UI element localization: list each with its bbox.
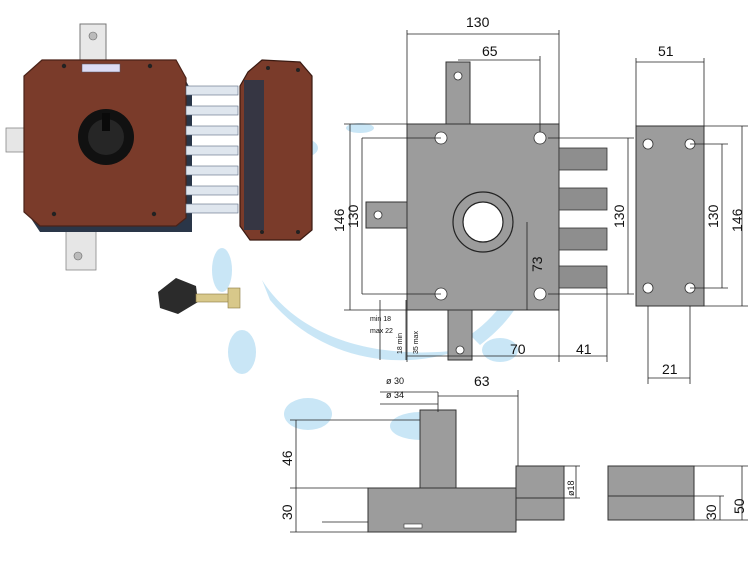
dim-side-height-inner: 130 bbox=[705, 204, 721, 228]
dim-side-width: 51 bbox=[658, 43, 674, 59]
dim-height-46: 46 bbox=[279, 450, 295, 466]
dim-70: 70 bbox=[510, 341, 526, 357]
side-view bbox=[635, 58, 748, 384]
lock-photo bbox=[5, 23, 313, 271]
dim-height-30: 30 bbox=[279, 504, 295, 520]
front-view bbox=[344, 30, 634, 362]
dim-front-height-outer: 146 bbox=[331, 208, 347, 232]
dim-diameter-18: ø18 bbox=[566, 480, 576, 496]
dim-front-height-inner: 130 bbox=[345, 204, 361, 228]
dim-diameter-34: ø 34 bbox=[386, 390, 404, 400]
dim-right-50: 50 bbox=[731, 498, 747, 514]
dim-min: min 18 bbox=[370, 316, 391, 323]
dim-side-bottom: 21 bbox=[662, 361, 678, 377]
dim-max: max 22 bbox=[370, 328, 393, 335]
dim-18-min: 18 min bbox=[397, 333, 404, 354]
dim-41: 41 bbox=[576, 341, 592, 357]
dim-right-30: 30 bbox=[703, 504, 719, 520]
dim-front-width: 130 bbox=[466, 14, 490, 30]
dim-diameter-30: ø 30 bbox=[386, 376, 404, 386]
key-icon bbox=[158, 278, 241, 314]
dim-side-height-outer: 146 bbox=[729, 208, 745, 232]
dim-front-height-right: 130 bbox=[611, 204, 627, 228]
bottom-view bbox=[290, 390, 748, 533]
dim-cylinder-height: 73 bbox=[529, 256, 545, 272]
dim-35-max: 35 max bbox=[413, 331, 420, 354]
bolt-rods bbox=[185, 85, 239, 214]
dim-offset-63: 63 bbox=[474, 373, 490, 389]
dim-bolt-spacing: 65 bbox=[482, 43, 498, 59]
